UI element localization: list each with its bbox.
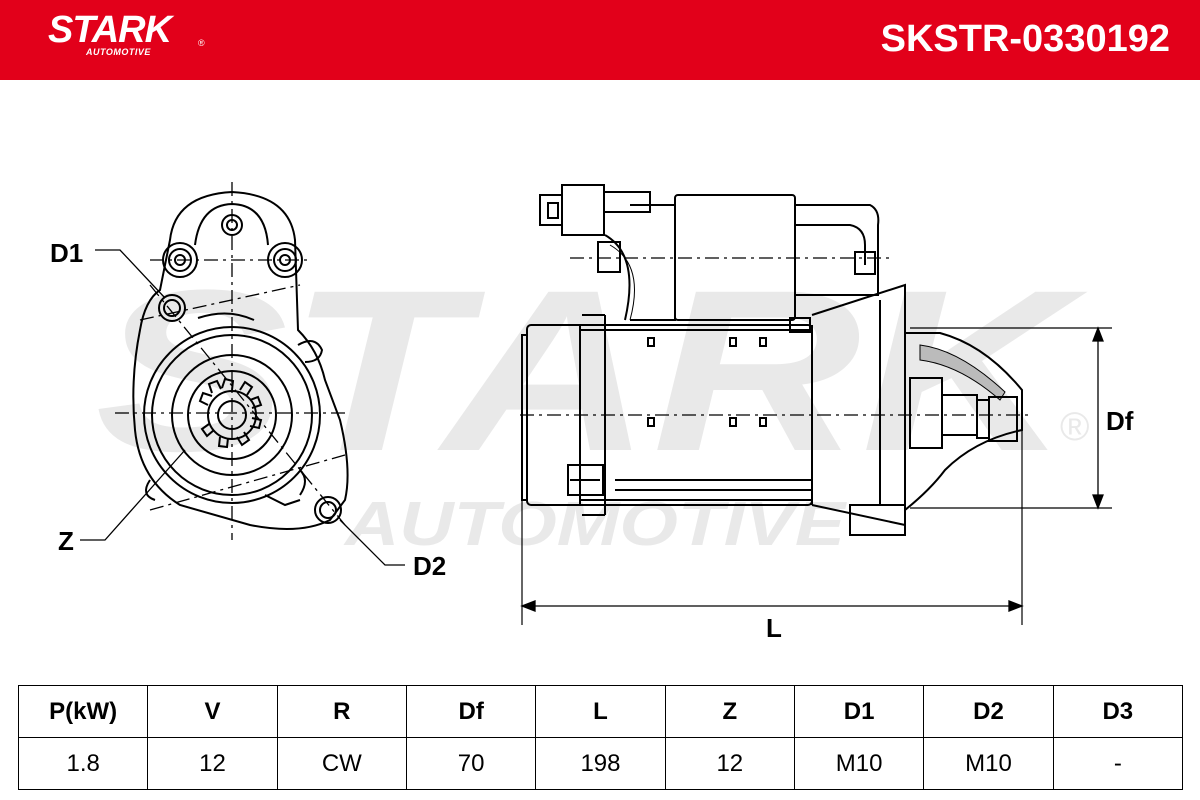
specs-table: P(kW) V R Df L Z D1 D2 D3 1.8 12 CW 70 1… bbox=[17, 685, 1184, 790]
spec-header: P(kW) bbox=[17, 685, 149, 738]
spec-value: 12 bbox=[664, 737, 795, 790]
spec-value: 198 bbox=[535, 737, 666, 790]
label-z: Z bbox=[58, 526, 74, 556]
watermark: STARK AUTOMOTIVE ® bbox=[95, 242, 1089, 559]
front-view bbox=[80, 182, 405, 566]
spec-header: R bbox=[276, 685, 407, 738]
stark-logo: STARK ® AUTOMOTIVE bbox=[48, 9, 205, 57]
spec-header: Df bbox=[405, 685, 537, 738]
spec-header: L bbox=[535, 685, 666, 738]
spec-value: 1.8 bbox=[17, 737, 149, 790]
part-number: SKSTR-0330192 bbox=[880, 18, 1170, 60]
spec-header: D3 bbox=[1052, 685, 1184, 738]
label-d2: D2 bbox=[413, 551, 446, 581]
spec-header: D2 bbox=[923, 685, 1054, 738]
dimension-lines bbox=[520, 326, 1104, 612]
spec-header: Z bbox=[664, 685, 795, 738]
spec-value: CW bbox=[276, 737, 407, 790]
watermark-text: STARK bbox=[95, 242, 1089, 499]
specs-header-row: P(kW) V R Df L Z D1 D2 D3 bbox=[17, 685, 1184, 738]
header-bar: STARK ® AUTOMOTIVE SKSTR-0330192 bbox=[0, 0, 1200, 80]
label-df: Df bbox=[1106, 406, 1134, 436]
side-view bbox=[520, 184, 1112, 625]
spec-value: 70 bbox=[405, 737, 537, 790]
spec-value: - bbox=[1052, 737, 1184, 790]
watermark-registered: ® bbox=[1060, 405, 1089, 449]
logo-registered-mark: ® bbox=[198, 38, 205, 48]
label-l: L bbox=[766, 613, 782, 643]
spec-header: D1 bbox=[793, 685, 925, 738]
technical-drawing: STARK AUTOMOTIVE ® bbox=[50, 182, 1134, 643]
spec-value: 12 bbox=[147, 737, 278, 790]
watermark-subtext: AUTOMOTIVE bbox=[343, 490, 847, 559]
spec-value: M10 bbox=[793, 737, 925, 790]
specs-value-row: 1.8 12 CW 70 198 12 M10 M10 - bbox=[17, 737, 1184, 790]
logo-text: STARK bbox=[48, 9, 172, 51]
spec-header: V bbox=[147, 685, 278, 738]
label-d1: D1 bbox=[50, 238, 83, 268]
logo-subtext: AUTOMOTIVE bbox=[86, 47, 151, 57]
spec-value: M10 bbox=[923, 737, 1054, 790]
